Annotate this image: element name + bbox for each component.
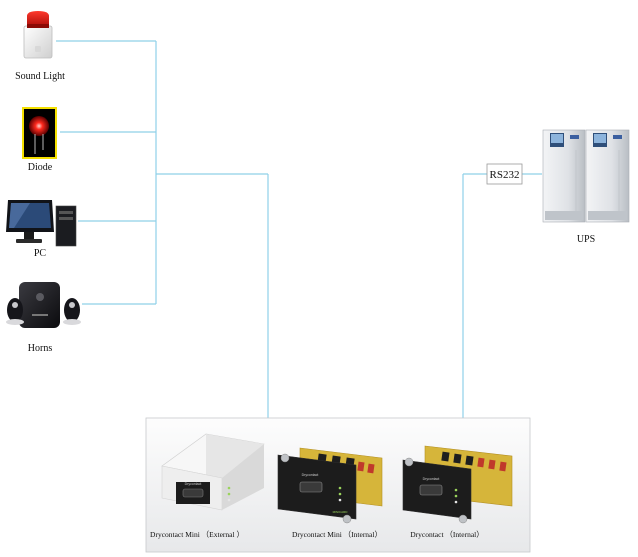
internal-card-label: Drycontact （Internal） (410, 530, 484, 539)
card-panel: Drycontact Drycontact Mini （External ） (146, 418, 530, 552)
external-card-brand: Drycontact (185, 482, 202, 486)
horns-device: Horns (6, 282, 81, 354)
internal-card-brand: Drycontact (423, 477, 440, 481)
ups-device: UPS (543, 130, 629, 245)
siren-icon (24, 11, 52, 58)
ups-cabinet-icon (543, 130, 629, 222)
speaker-icon (6, 282, 81, 328)
mini-internal-card-series: MINICARD (333, 510, 349, 514)
led-icon (23, 108, 56, 158)
pc-label: PC (34, 248, 47, 259)
mini-internal-card-label: Drycontact Mini （Internal） (292, 530, 382, 539)
diode-label: Diode (28, 162, 53, 173)
rs232-label: RS232 (490, 169, 520, 181)
horns-label: Horns (28, 343, 53, 354)
wiring (56, 41, 542, 418)
rs232-connector: RS232 (487, 164, 522, 184)
pc-device: PC (6, 200, 76, 259)
sound-light-label: Sound Light (15, 71, 65, 82)
computer-icon (6, 200, 76, 246)
ups-label: UPS (577, 234, 595, 245)
diode-device: Diode (23, 108, 56, 173)
mini-internal-card-brand: Drycontact (302, 473, 319, 477)
external-card-label: Drycontact Mini （External ） (150, 530, 244, 539)
sound-light-device: Sound Light (15, 11, 65, 82)
